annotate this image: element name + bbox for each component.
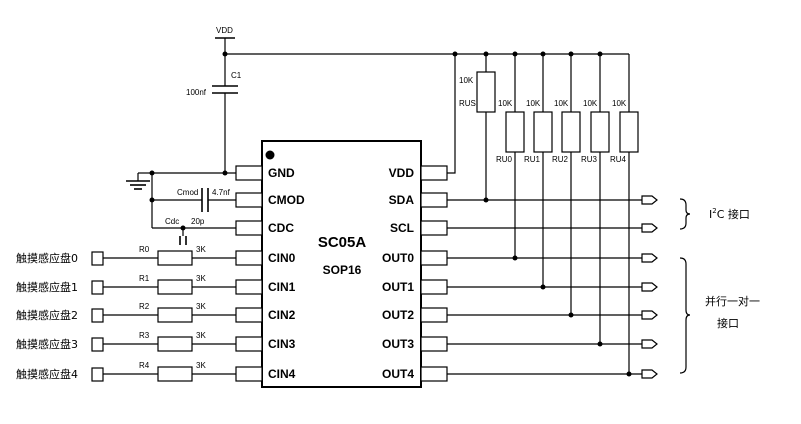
capacitor-cdc: Cdc 20p [152,217,236,245]
touch-pad-4 [91,367,104,382]
touch-channel-1: 触摸感应盘1 R1 3K [16,274,236,295]
parallel-label-line2: 接口 [717,317,739,330]
touch-channel-4: 触摸感应盘4 R4 3K [16,361,236,382]
touch-pad-4-label: 触摸感应盘4 [16,367,78,381]
pin-scl: SCL [390,221,414,235]
pin1-marker [265,150,275,160]
parallel-brace [679,257,691,374]
vdd-power-label: VDD [216,26,233,35]
pin-cin2: CIN2 [268,308,296,322]
capacitor-c1: C1 100nf [186,54,242,173]
touch-channel-3: 触摸感应盘3 R3 3K [16,331,236,352]
r2-value: 3K [196,302,206,311]
touch-pad-3 [91,337,104,352]
right-pin-stubs [420,165,448,382]
c1-label: C1 [231,71,242,80]
r1-value: 3K [196,274,206,283]
ru3-label: RU3 [581,155,598,164]
r0-value: 3K [196,245,206,254]
ru0-value: 10K [498,99,513,108]
parallel-label-line1: 并行一对一 [705,294,760,308]
pin-sda: SDA [389,193,415,207]
r2-label: R2 [139,302,150,311]
resistor-ru1: 10K RU1 [524,54,553,287]
r4-value: 3K [196,361,206,370]
pin-cin4: CIN4 [268,367,296,381]
r0-label: R0 [139,245,150,254]
resistor-r4 [157,366,193,382]
ru4-label: RU4 [610,155,627,164]
i2c-label: I2C 接口 [709,207,750,221]
cdc-label: Cdc [165,217,179,226]
touch-channel-2: 触摸感应盘2 R2 3K [16,302,236,323]
touch-pad-3-label: 触摸感应盘3 [16,337,78,351]
touch-pad-0 [91,251,104,266]
pin-out4: OUT4 [382,367,414,381]
resistor-ru3: 10K RU3 [581,54,610,344]
pin-cin0: CIN0 [268,251,296,265]
pin-cmod: CMOD [268,193,305,207]
chip-name: SC05A [318,234,367,251]
left-pin-stubs [235,165,263,382]
touch-pad-2 [91,308,104,323]
resistor-r3 [157,336,193,352]
rus-label: RUS [459,99,476,108]
pin-out3: OUT3 [382,337,414,351]
touch-pad-0-label: 触摸感应盘0 [16,251,78,265]
ru4-value: 10K [612,99,627,108]
r1-label: R1 [139,274,150,283]
resistor-r2 [157,307,193,323]
pin-gnd: GND [268,166,295,180]
pin-cin1: CIN1 [268,280,296,294]
ground-network [137,170,236,228]
ru2-value: 10K [554,99,569,108]
c1-value: 100nf [186,88,207,97]
capacitor-cmod: Cmod 4.7nf [152,188,236,212]
touch-channel-0: 触摸感应盘0 R0 3K [16,245,236,266]
chip-body [261,140,422,388]
ru1-label: RU1 [524,155,541,164]
ru3-value: 10K [583,99,598,108]
ru1-value: 10K [526,99,541,108]
r4-label: R4 [139,361,150,370]
r3-label: R3 [139,331,150,340]
resistor-ru0: 10K RU0 [496,54,525,258]
vdd-pin-wire [447,54,456,174]
touch-pad-1-label: 触摸感应盘1 [16,280,78,294]
ru0-label: RU0 [496,155,513,164]
i2c-brace [679,198,691,230]
pin-vdd: VDD [389,166,415,180]
pin-out2: OUT2 [382,308,414,322]
resistor-ru2: 10K RU2 [552,54,581,315]
rus-value: 10K [459,76,474,85]
output-connectors [641,195,658,379]
pin-cin3: CIN3 [268,337,296,351]
ground-icon [126,180,150,190]
ru2-label: RU2 [552,155,569,164]
touch-pad-2-label: 触摸感应盘2 [16,308,78,322]
vdd-power-symbol: VDD [215,26,235,54]
pin-out1: OUT1 [382,280,414,294]
resistor-rus: 10K RUS [459,54,496,200]
resistor-r1 [157,279,193,295]
output-lines [447,199,642,375]
r3-value: 3K [196,331,206,340]
resistor-ru4: 10K RU4 [610,54,639,374]
cdc-value: 20p [191,217,205,226]
cmod-value: 4.7nf [212,188,231,197]
resistor-r0 [157,250,193,266]
touch-pad-1 [91,280,104,295]
pin-cdc: CDC [268,221,294,235]
pin-out0: OUT0 [382,251,414,265]
chip-package: SOP16 [323,263,362,277]
cmod-label: Cmod [177,188,198,197]
